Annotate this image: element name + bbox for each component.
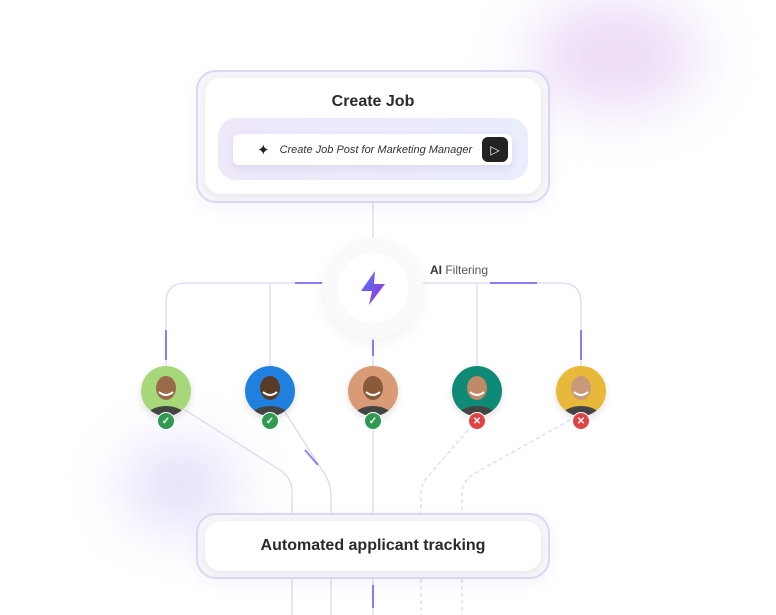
prompt-container: ✦ Create Job Post for Marketing Manager … <box>218 118 528 180</box>
applicant-tracking-card: Automated applicant tracking <box>196 513 550 579</box>
person-photo <box>457 376 497 416</box>
x-icon: ✕ <box>472 415 482 427</box>
create-job-title: Create Job <box>331 93 415 110</box>
rejected-badge: ✕ <box>572 412 590 430</box>
lightning-bolt-icon <box>361 271 385 305</box>
person-photo <box>146 376 186 416</box>
candidate-avatar[interactable] <box>348 366 398 416</box>
ai-filtering-label: AI Filtering <box>430 263 489 277</box>
check-icon: ✓ <box>368 415 378 427</box>
create-job-card: Create Job ✦ Create Job Post for Marketi… <box>196 70 550 203</box>
accepted-badge: ✓ <box>157 412 175 430</box>
candidate-avatar[interactable] <box>452 366 502 416</box>
decorative-glow <box>530 0 700 110</box>
applicant-tracking-title: Automated applicant tracking <box>260 537 486 554</box>
rejected-badge: ✕ <box>468 412 486 430</box>
decorative-glow <box>125 445 235 525</box>
job-prompt-input[interactable]: ✦ Create Job Post for Marketing Manager … <box>233 134 512 165</box>
accepted-badge: ✓ <box>261 412 279 430</box>
ai-filter-node <box>323 238 423 338</box>
sparkles-icon: ✦ <box>257 141 270 159</box>
person-photo <box>250 376 290 416</box>
person-photo <box>353 376 393 416</box>
person-photo <box>561 376 601 416</box>
candidate-avatar[interactable] <box>556 366 606 416</box>
check-icon: ✓ <box>161 415 171 427</box>
job-prompt-text: Create Job Post for Marketing Manager <box>279 143 473 156</box>
candidate-avatar[interactable] <box>141 366 191 416</box>
send-icon: ▷ <box>490 142 500 157</box>
send-button[interactable]: ▷ <box>482 137 508 162</box>
x-icon: ✕ <box>576 415 586 427</box>
accepted-badge: ✓ <box>364 412 382 430</box>
candidate-avatar[interactable] <box>245 366 295 416</box>
check-icon: ✓ <box>265 415 275 427</box>
